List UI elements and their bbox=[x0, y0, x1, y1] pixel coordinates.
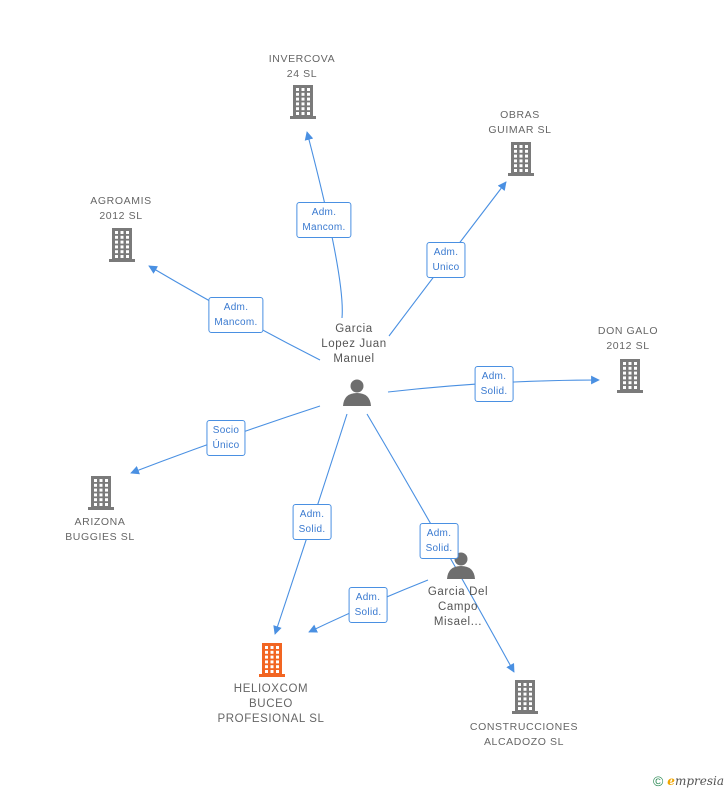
brand-logo: empresia bbox=[667, 774, 724, 788]
building-icon-construcciones[interactable] bbox=[512, 680, 538, 714]
building-icon-agroamis[interactable] bbox=[109, 228, 135, 262]
copyright-symbol: © bbox=[652, 773, 664, 789]
edge-label-garcia_lopez-to-construcciones[interactable]: Adm.Solid. bbox=[419, 523, 459, 559]
edge-label-garcia_lopez-to-invercova[interactable]: Adm.Mancom. bbox=[296, 202, 352, 238]
footer-brand: © empresia bbox=[653, 773, 724, 789]
building-icon-helioxcom[interactable] bbox=[259, 643, 285, 677]
person-icon-garcia_lopez[interactable] bbox=[343, 379, 371, 407]
edge-label-garcia_del-to-helioxcom[interactable]: Adm.Solid. bbox=[348, 587, 388, 623]
edge-label-garcia_lopez-to-obras[interactable]: Adm.Unico bbox=[426, 242, 466, 278]
building-icon-dongalo[interactable] bbox=[617, 359, 643, 393]
edge-label-garcia_lopez-to-dongalo[interactable]: Adm.Solid. bbox=[474, 366, 514, 402]
building-icon-invercova[interactable] bbox=[290, 85, 316, 119]
edge-garcia_lopez-to-invercova bbox=[304, 131, 343, 319]
building-icon-arizona[interactable] bbox=[88, 476, 114, 510]
edge-label-garcia_lopez-to-agroamis[interactable]: Adm.Mancom. bbox=[208, 297, 264, 333]
edge-label-garcia_lopez-to-helioxcom[interactable]: Adm.Solid. bbox=[292, 504, 332, 540]
building-icon-obras[interactable] bbox=[508, 142, 534, 176]
